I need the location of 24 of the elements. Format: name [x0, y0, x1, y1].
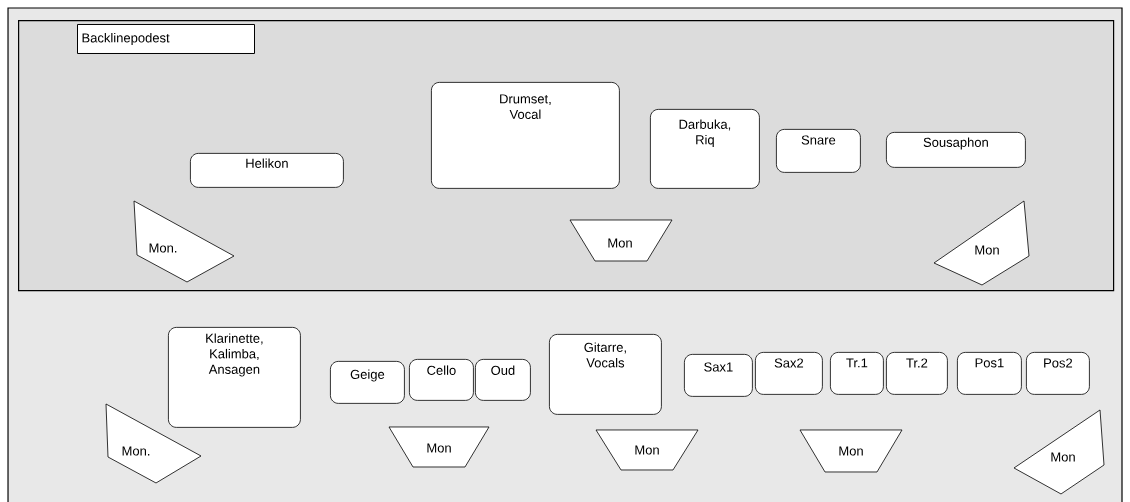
instrument-box: Sax2 [755, 352, 823, 395]
monitor-wedge: Mon [933, 200, 1030, 286]
instrument-box: Sax1 [684, 354, 753, 397]
instrument-box: Pos1 [957, 352, 1022, 395]
instrument-box: Gitarre, Vocals [549, 334, 662, 415]
instrument-box: Klarinette, Kalimba, Ansagen [168, 327, 301, 428]
monitor-wedge: Mon [388, 426, 490, 468]
instrument-box: Drumset, Vocal [431, 82, 620, 189]
monitor-wedge: Mon. [105, 403, 202, 484]
instrument-box: Sousaphon [886, 132, 1026, 168]
monitor-wedge: Mon. [133, 200, 235, 283]
instrument-box: Darbuka, Riq [650, 109, 760, 189]
instrument-box: Snare [776, 129, 861, 173]
instrument-box: Tr.2 [886, 352, 948, 395]
instrument-box: Cello [409, 359, 474, 401]
instrument-box: Pos2 [1026, 352, 1090, 395]
monitor-wedge: Mon [799, 429, 903, 473]
monitor-wedge: Mon [569, 219, 673, 262]
instrument-box: Oud [475, 359, 531, 401]
instrument-box: Geige [330, 361, 405, 404]
instrument-box: Helikon [190, 153, 344, 188]
monitor-wedge: Mon [1013, 409, 1105, 495]
monitor-wedge: Mon [595, 429, 699, 471]
instrument-box: Tr.1 [830, 352, 884, 395]
